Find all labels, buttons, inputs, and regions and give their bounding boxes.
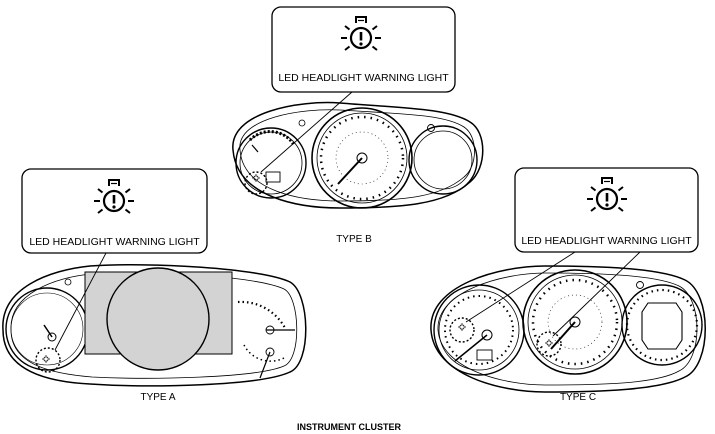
type-a-label: TYPE A [140, 392, 175, 403]
callout-type-c: LED HEADLIGHT WARNING LIGHT [465, 167, 699, 337]
callout-type-b: LED HEADLIGHT WARNING LIGHT [260, 6, 456, 173]
cluster-type-c [430, 265, 706, 393]
type-b-label: TYPE B [336, 234, 372, 245]
cluster-type-a [2, 264, 307, 387]
callout-label-a: LED HEADLIGHT WARNING LIGHT [29, 236, 200, 248]
callout-label-b: LED HEADLIGHT WARNING LIGHT [278, 72, 449, 84]
diagram-caption: INSTRUMENT CLUSTER [297, 422, 401, 432]
cluster-type-b [232, 101, 484, 209]
type-c-label: TYPE C [560, 392, 596, 403]
callout-type-a: LED HEADLIGHT WARNING LIGHT [21, 168, 208, 351]
callout-label-c: LED HEADLIGHT WARNING LIGHT [521, 235, 692, 247]
